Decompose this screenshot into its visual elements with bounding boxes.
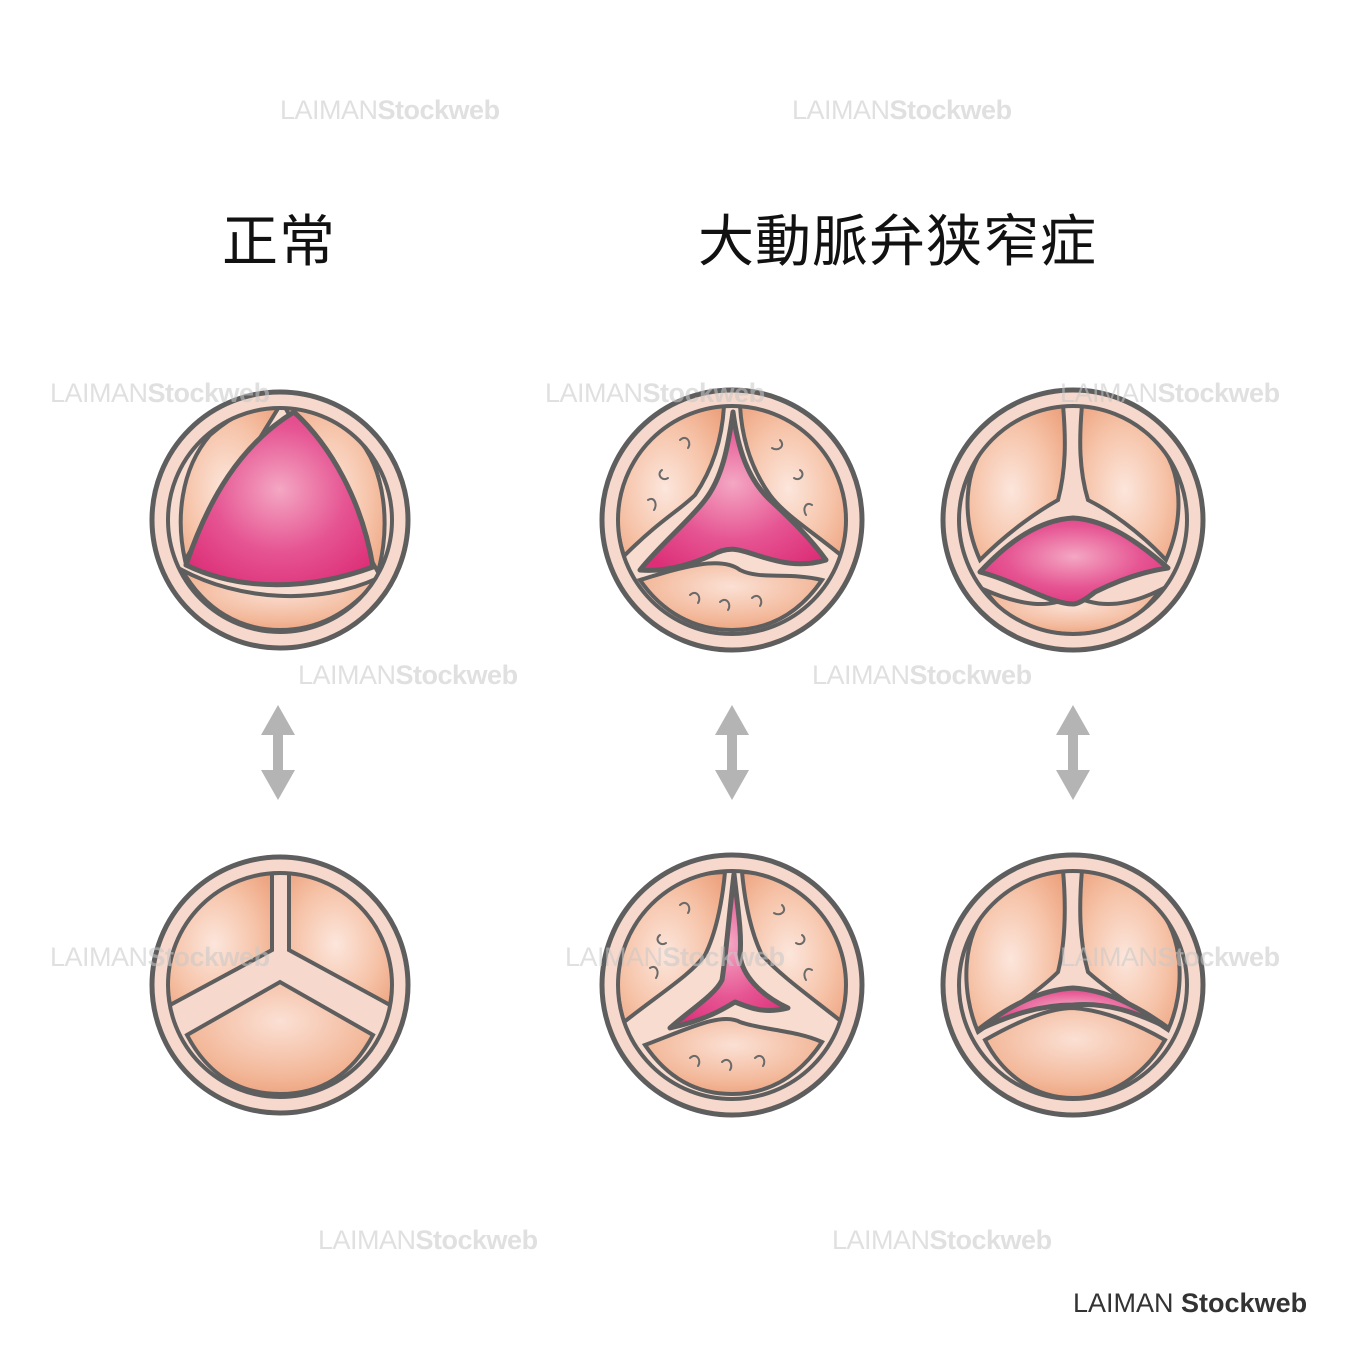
valve-stenosis-tricuspid-open bbox=[599, 387, 865, 653]
cusp-bottom bbox=[982, 1005, 1168, 1099]
valve-normal-open bbox=[149, 389, 411, 651]
valve-normal-closed bbox=[149, 854, 411, 1116]
valve-opening bbox=[637, 409, 829, 573]
cusp-bottom bbox=[636, 561, 826, 633]
double-arrow-vertical-icon bbox=[715, 705, 749, 800]
watermark: LAIMANStockweb bbox=[298, 660, 518, 690]
valve-opening bbox=[975, 985, 1171, 1033]
double-arrow-vertical-icon bbox=[1056, 705, 1090, 800]
watermark: LAIMANStockweb bbox=[832, 1225, 1052, 1255]
watermark: LAIMANStockweb bbox=[565, 942, 785, 972]
watermark: LAIMANStockweb bbox=[1060, 378, 1280, 408]
watermark: LAIMANStockweb bbox=[792, 95, 1012, 125]
watermark: LAIMANStockweb bbox=[50, 942, 270, 972]
watermark: LAIMANStockweb bbox=[545, 378, 765, 408]
brand-logo: LAIMAN Stockweb bbox=[1073, 1288, 1308, 1318]
valve-stenosis-bicuspid-closed bbox=[940, 852, 1206, 1118]
watermark: LAIMANStockweb bbox=[1060, 942, 1280, 972]
valve-stenosis-tricuspid-closed bbox=[599, 852, 865, 1118]
cusp-bottom bbox=[184, 979, 376, 1097]
heading-aortic-stenosis: 大動脈弁狭窄症 bbox=[698, 210, 1097, 275]
cusp-bottom bbox=[641, 1016, 825, 1097]
heading-normal: 正常 bbox=[222, 210, 336, 275]
double-arrow-vertical-icon bbox=[261, 705, 295, 800]
watermark: LAIMANStockweb bbox=[318, 1225, 538, 1255]
watermark: LAIMANStockweb bbox=[50, 378, 270, 408]
valve-opening bbox=[667, 871, 791, 1031]
watermark: LAIMANStockweb bbox=[280, 95, 500, 125]
valve-stenosis-bicuspid-open bbox=[940, 387, 1206, 653]
valve-opening bbox=[977, 515, 1171, 607]
valve-opening bbox=[183, 409, 376, 588]
watermark: LAIMANStockweb bbox=[812, 660, 1032, 690]
